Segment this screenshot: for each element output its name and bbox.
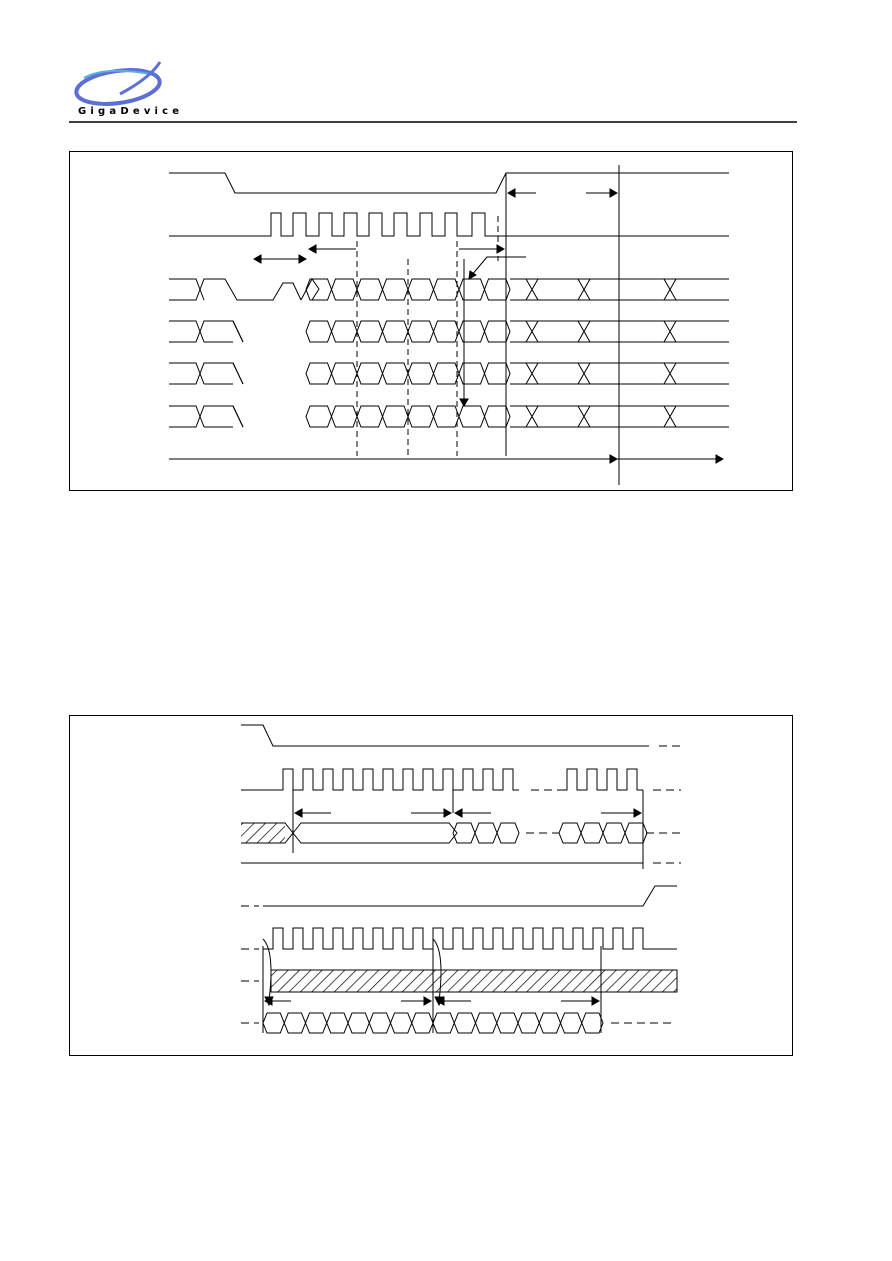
bus-data-0 bbox=[305, 278, 511, 301]
cs-waveform-1 bbox=[241, 724, 649, 747]
timing-markers bbox=[356, 216, 499, 456]
bus-transitions-2 bbox=[525, 362, 677, 385]
bus-data-2 bbox=[305, 362, 511, 385]
bottom-timing-diagram bbox=[69, 715, 793, 1056]
bus-transitions-3 bbox=[525, 405, 677, 428]
top-timing-diagram bbox=[69, 151, 793, 491]
page-header: GigaDevice bbox=[0, 0, 892, 130]
data-row1-b bbox=[558, 822, 648, 844]
bus-data-1 bbox=[305, 320, 511, 343]
cs-waveform-2 bbox=[263, 885, 677, 907]
bus-lead-2 bbox=[169, 362, 244, 385]
bus-lead-3 bbox=[169, 405, 244, 428]
sclk-waveform bbox=[169, 212, 729, 237]
data-row2 bbox=[262, 1012, 604, 1034]
bus-data-3 bbox=[305, 405, 511, 428]
bus-io0 bbox=[169, 278, 320, 301]
sclk-waveform-2 bbox=[263, 927, 677, 950]
logo-text: GigaDevice bbox=[78, 106, 184, 117]
timing-arrows bbox=[169, 188, 725, 464]
header-graphics bbox=[69, 61, 797, 123]
data-buses bbox=[169, 278, 729, 428]
gigadevice-logo-icon bbox=[74, 61, 162, 106]
bus-transitions-1 bbox=[525, 320, 677, 343]
bus-transitions-0 bbox=[525, 278, 677, 301]
data-row1-a bbox=[452, 822, 520, 844]
sclk-waveform-1 bbox=[241, 768, 519, 791]
bus-lead-1 bbox=[169, 320, 244, 343]
cs-waveform bbox=[169, 172, 729, 194]
